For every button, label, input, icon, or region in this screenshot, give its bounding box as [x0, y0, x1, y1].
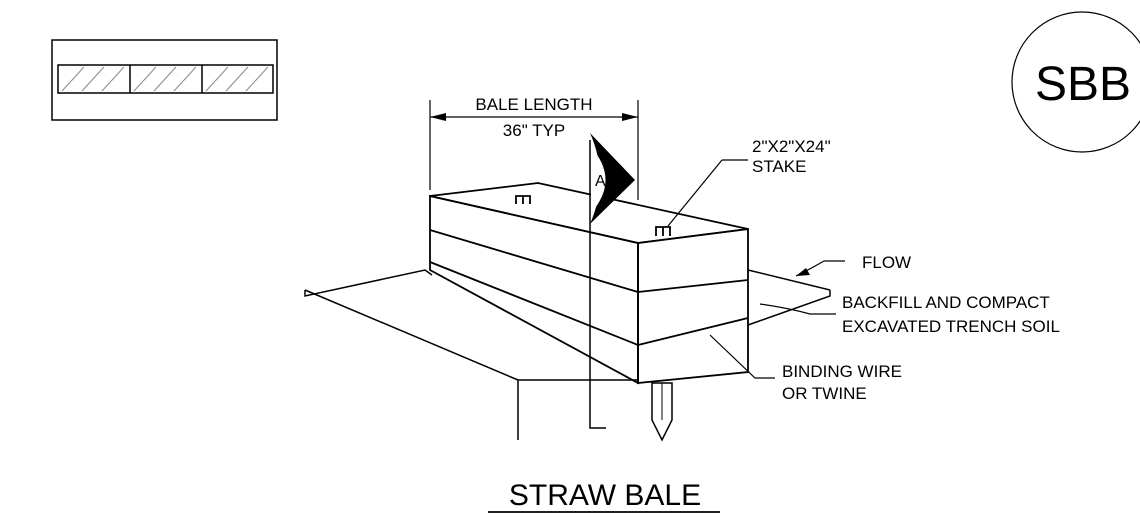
legend-symbol [51, 39, 278, 121]
stake-size-label: 2"X2"X24" [752, 137, 831, 156]
bale-length-dimension: BALE LENGTH 36" TYP [429, 95, 639, 200]
stake-label: STAKE [752, 157, 806, 176]
stake-callout: 2"X2"X24" STAKE [667, 137, 831, 227]
binding-wire-callout: BINDING WIRE OR TWINE [709, 334, 902, 403]
bale-length-typ-label: 36" TYP [503, 121, 565, 140]
backfill-label-line1: BACKFILL AND COMPACT [842, 293, 1050, 312]
flow-label: FLOW [862, 253, 911, 272]
drawing-title-text: STRAW BALE [509, 479, 701, 512]
section-marker-label: A [595, 173, 606, 190]
straw-bale-stack [429, 182, 749, 385]
bale-length-label: BALE LENGTH [475, 95, 592, 114]
section-cut-a: A [589, 133, 635, 429]
backfill-callout: BACKFILL AND COMPACT EXCAVATED TRENCH SO… [759, 293, 1060, 336]
binding-tie-icon [515, 195, 531, 204]
section-arrow-icon [590, 133, 635, 224]
binding-tie-icon [655, 226, 671, 236]
drawing-title: STRAW BALE [488, 479, 720, 513]
binding-wire-label-line2: OR TWINE [782, 384, 867, 403]
symbol-code-circle: SBB [1011, 11, 1140, 153]
backfill-label-line2: EXCAVATED TRENCH SOIL [842, 317, 1060, 336]
symbol-code-text: SBB [1035, 58, 1131, 111]
flow-callout: FLOW [795, 253, 911, 277]
binding-wire-label-line1: BINDING WIRE [782, 362, 902, 381]
ground-surface [304, 269, 831, 440]
wood-stake [651, 382, 673, 442]
